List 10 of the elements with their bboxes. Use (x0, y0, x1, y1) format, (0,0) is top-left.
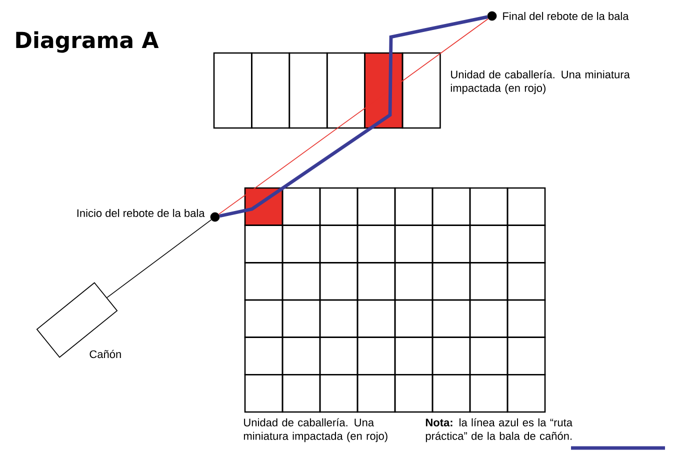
title: Diagrama A (16, 31, 159, 53)
node-label: Final del rebote de la bala (503, 12, 629, 20)
connector-line (106, 219, 212, 298)
unit-caption: Unidad de caballería. Una miniatura impactada (en rojo) (244, 418, 388, 442)
unit-caption: Unidad de caballería. Una miniatura impactada (en rojo) (450, 70, 630, 94)
node-label: Cañón (90, 350, 121, 358)
endpoint-dot (487, 11, 497, 21)
endpoint-dot (210, 212, 220, 222)
note-text: Nota: la línea azul es la “ruta práctica” de la bala de cañón. (426, 418, 572, 442)
node-label: Inicio del rebote de la bala (77, 208, 205, 218)
